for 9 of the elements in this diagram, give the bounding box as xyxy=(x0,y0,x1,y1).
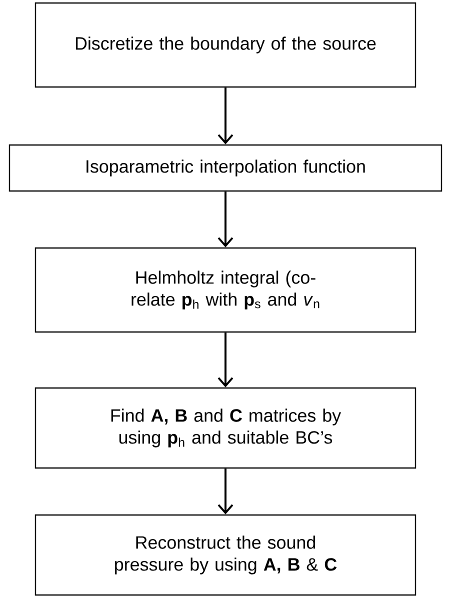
process-box: Reconstruct the sound pressure by using A, B & C xyxy=(34,514,416,596)
process-box: Discretize the boundary of the source xyxy=(34,2,416,88)
process-box: Helmholtz integral (co-relate p$_{h}$ with p$_{s}$ and v$_{n}$ xyxy=(34,247,416,333)
arrow xyxy=(218,332,234,388)
process-box: Find A, B and C matrices by using p$_{h}$ and suitable BC’s xyxy=(34,387,416,469)
arrow xyxy=(218,468,234,514)
arrow xyxy=(218,192,234,248)
process-box: Isoparametric interpolation function xyxy=(8,144,442,192)
arrow xyxy=(218,88,234,144)
